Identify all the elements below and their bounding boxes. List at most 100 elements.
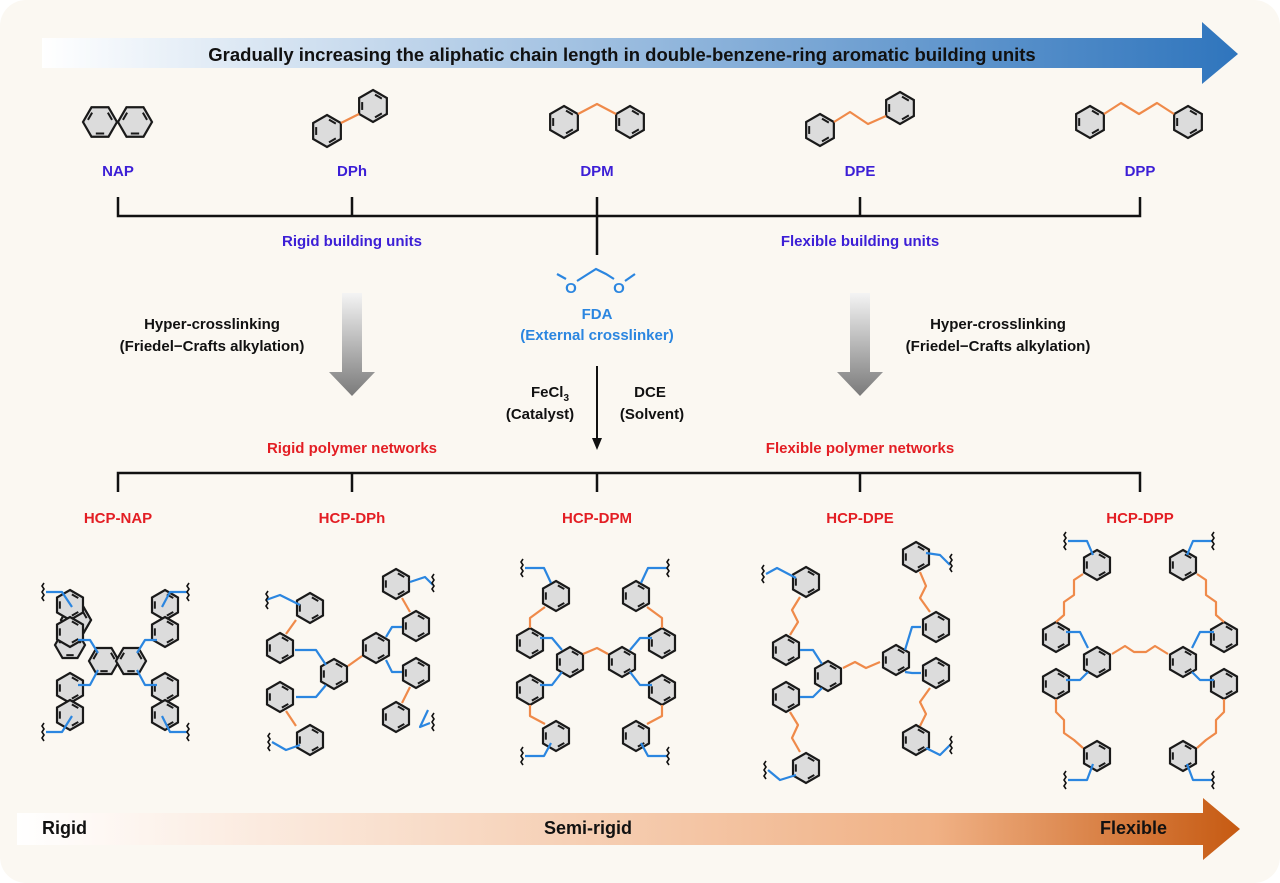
solvent-description: (Solvent)	[619, 406, 685, 423]
benzene-ring	[885, 90, 915, 126]
double-bond	[901, 114, 910, 121]
benzene-ring	[150, 698, 180, 732]
aryl-bond	[340, 113, 360, 124]
network-label-hcp-nap: HCP-NAP	[83, 510, 153, 527]
benzene-ring	[401, 609, 431, 643]
double-bond	[122, 112, 128, 121]
wavy-bond	[949, 553, 953, 573]
double-bond	[565, 128, 574, 135]
wavy-bond	[41, 582, 45, 602]
benzene-ring	[55, 698, 85, 732]
wavy-bond	[1063, 770, 1067, 790]
benzene-ring	[805, 112, 835, 148]
double-bond	[663, 696, 671, 702]
benzene-ring	[921, 610, 951, 644]
network-label-hcp-dpm: HCP-DPM	[562, 510, 632, 527]
crosslink	[1191, 630, 1214, 649]
double-bond	[917, 728, 925, 734]
methylene-linker	[528, 705, 546, 725]
double-bond	[571, 650, 579, 656]
crosslink	[1068, 539, 1095, 556]
wavy-bond	[41, 722, 45, 742]
crosslink	[767, 769, 797, 782]
methylene-linker	[646, 705, 664, 725]
crosslink	[525, 742, 552, 758]
double-bond	[142, 112, 148, 121]
double-bond	[821, 136, 830, 143]
double-bond	[335, 680, 343, 686]
crosslink	[78, 669, 99, 687]
double-bond	[71, 638, 79, 644]
double-bond	[1098, 571, 1106, 577]
network-label-hcp-dph: HCP-DPh	[318, 510, 386, 527]
benzene-ring	[1168, 739, 1198, 773]
double-bond	[1225, 643, 1233, 649]
propylene-linker	[1111, 644, 1169, 655]
double-bond	[71, 611, 79, 617]
wavy-bond	[186, 722, 190, 742]
monomer-bracket	[116, 197, 1142, 255]
double-bond	[328, 118, 337, 125]
benzene-ring	[150, 671, 180, 705]
double-bond	[166, 676, 174, 682]
double-bond	[417, 614, 425, 620]
crosslink	[418, 709, 431, 729]
benzene-ring	[81, 106, 119, 138]
double-bond	[166, 620, 174, 626]
double-bond	[1098, 744, 1106, 750]
double-bond	[557, 742, 565, 748]
double-bond	[417, 661, 425, 667]
double-bond	[137, 652, 143, 660]
methylene-linker	[582, 646, 609, 656]
crosslink	[540, 671, 563, 687]
double-bond	[1057, 690, 1065, 696]
benzene-ring	[921, 656, 951, 690]
catalyst-subscript: 3	[563, 393, 570, 404]
propylene-linker	[1103, 101, 1175, 116]
double-bond	[1184, 553, 1192, 559]
rigid-networks-label: Rigid polymer networks	[266, 440, 438, 457]
double-bond	[311, 746, 319, 752]
crosslink	[385, 625, 402, 638]
crosslink	[904, 670, 921, 675]
benzene-ring	[1082, 548, 1112, 582]
benzene-ring	[295, 723, 325, 757]
double-bond	[901, 95, 910, 102]
benzene-ring	[901, 723, 931, 757]
propylene-linker	[1055, 573, 1084, 623]
double-bond	[1057, 625, 1065, 631]
wavy-bond	[431, 573, 435, 593]
double-bond	[328, 137, 337, 144]
benzene-ring	[381, 567, 411, 601]
double-bond	[1098, 650, 1106, 656]
double-bond	[637, 724, 645, 730]
methylene-linker	[577, 102, 617, 115]
double-bond	[557, 724, 565, 730]
benzene-ring	[541, 719, 571, 753]
double-bond	[623, 668, 631, 674]
double-bond	[417, 679, 425, 685]
crosslink	[136, 638, 157, 654]
double-bond	[110, 652, 116, 660]
left-process-line2: (Friedel−Crafts alkylation)	[119, 338, 305, 355]
fda-oxygen-2: O	[613, 280, 625, 297]
double-bond	[1057, 643, 1065, 649]
double-bond	[281, 636, 289, 642]
benzene-ring	[621, 719, 651, 753]
crosslink	[1191, 671, 1214, 682]
double-bond	[281, 685, 289, 691]
double-bond	[821, 117, 830, 124]
double-bond	[565, 109, 574, 116]
crosslinker-description: (External crosslinker)	[520, 327, 674, 344]
benzene-ring	[114, 646, 148, 676]
scale-label-semi-rigid: Semi-rigid	[544, 818, 633, 838]
benzene-ring	[150, 615, 180, 649]
crosslink	[295, 648, 327, 666]
aryl-bond	[401, 597, 411, 613]
double-bond	[1184, 744, 1192, 750]
fda-structure	[556, 267, 636, 282]
double-bond	[1225, 625, 1233, 631]
double-bond	[1098, 553, 1106, 559]
